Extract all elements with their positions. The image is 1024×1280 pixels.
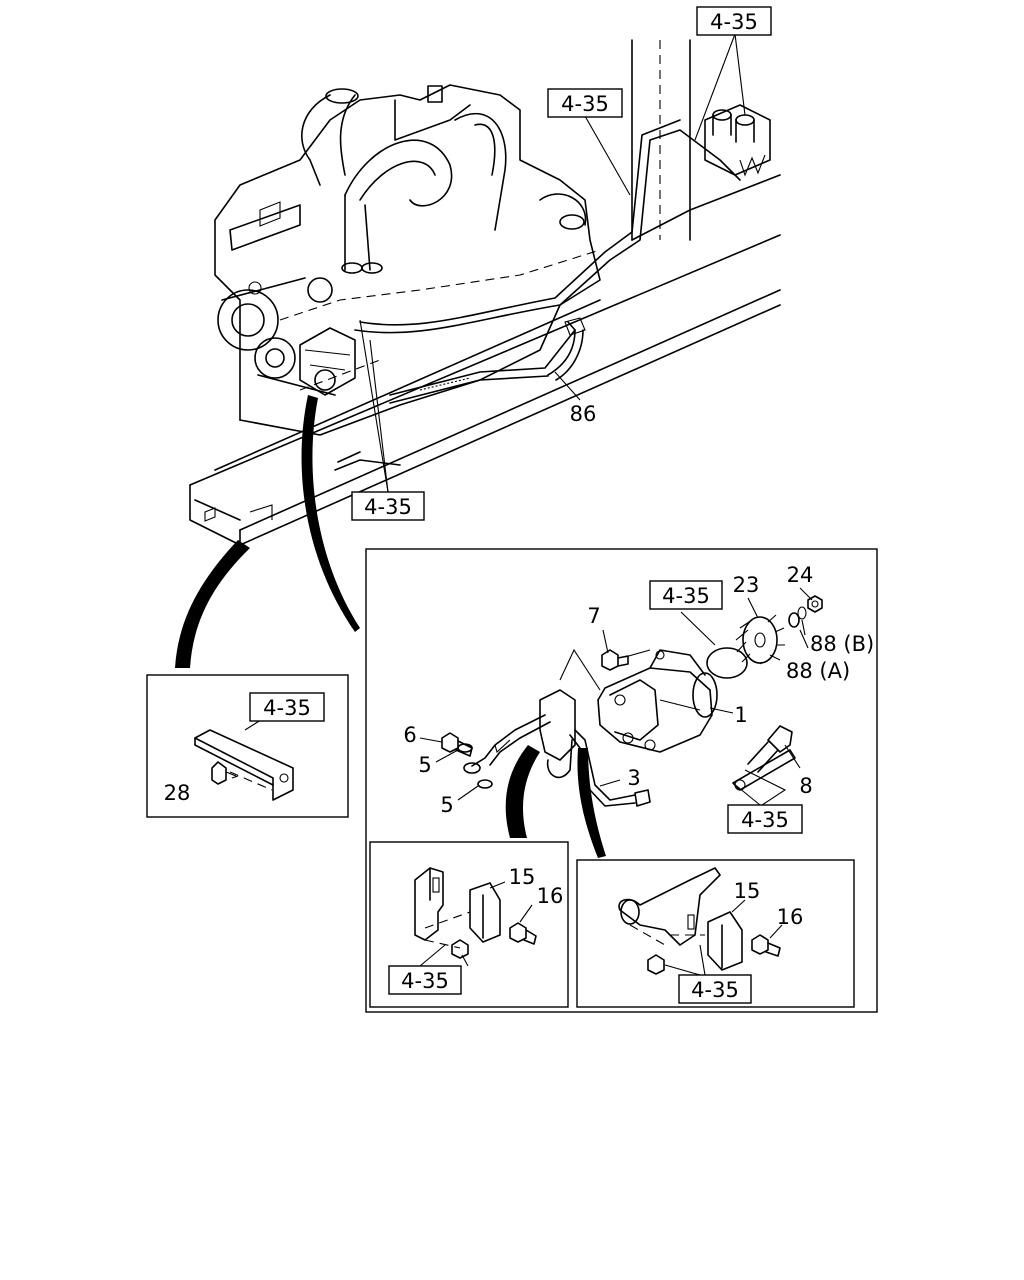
part-number-88a: 88 (A) <box>786 659 850 683</box>
callout-arrow-left <box>175 540 250 668</box>
part-number-24: 24 <box>787 563 814 587</box>
callout-arrow-inset-a <box>505 745 540 838</box>
part-number-23: 23 <box>733 573 760 597</box>
part-number-8: 8 <box>799 774 812 798</box>
ref-label: 4-35 <box>662 584 710 608</box>
ref-box-top-right: 4-35 <box>696 6 772 36</box>
part-number-5: 5 <box>440 793 453 817</box>
part-number-16: 16 <box>777 905 804 929</box>
callout-arrow-main <box>301 395 360 632</box>
part-number-16: 16 <box>537 884 564 908</box>
part-number-7: 7 <box>587 604 600 628</box>
part-number-86: 86 <box>570 402 597 426</box>
part-number-15: 15 <box>734 879 761 903</box>
part-number-1: 1 <box>734 703 747 727</box>
part-number-5: 5 <box>418 753 431 777</box>
ref-label: 4-35 <box>710 10 758 34</box>
callout-arrow-inset-b <box>577 748 606 858</box>
inset-bracket-28: 4-35 28 <box>146 674 349 818</box>
part-number-15: 15 <box>509 865 536 889</box>
part-number-88b: 88 (B) <box>810 632 874 656</box>
part-number-28: 28 <box>164 781 191 805</box>
part-number-6: 6 <box>403 723 416 747</box>
ref-label: 4-35 <box>364 495 412 519</box>
inset-clamp-a: 4-35 15 16 <box>369 841 569 1008</box>
ref-box-top-center: 4-35 <box>547 88 623 118</box>
gear-23 <box>735 614 785 665</box>
ref-box-mid-center: 4-35 <box>351 491 425 521</box>
ref-label: 4-35 <box>401 969 449 993</box>
part-number-3: 3 <box>627 766 640 790</box>
ref-label: 4-35 <box>741 808 789 832</box>
ref-label: 4-35 <box>561 92 609 116</box>
ref-label: 4-35 <box>691 978 739 1002</box>
inset-clamp-b: 4-35 15 16 <box>576 859 855 1008</box>
inset-power-steering-pump: 4-35 4-35 24 23 7 88 (B) 88 (A) 1 6 5 5 … <box>365 548 878 1013</box>
ref-label: 4-35 <box>263 696 311 720</box>
engine-assembly-drawing <box>189 39 781 546</box>
